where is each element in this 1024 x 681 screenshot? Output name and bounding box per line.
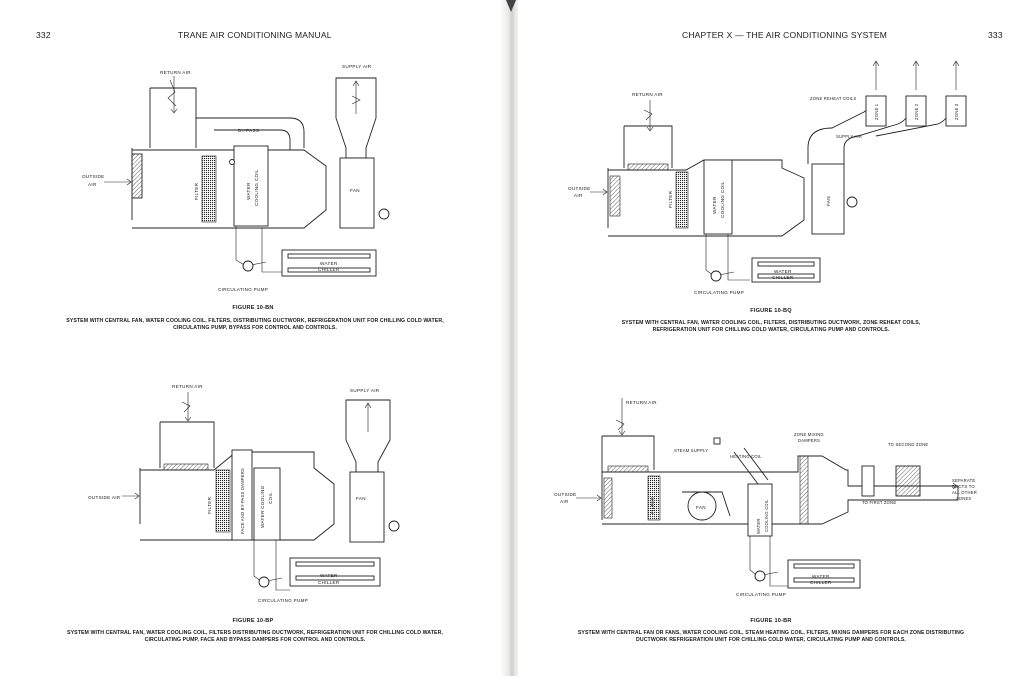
label-zone-3: ZONE 3 — [954, 103, 959, 120]
label-coil-bp: COIL — [268, 492, 273, 504]
label-outside-bq: OUTSIDE — [568, 186, 591, 191]
label-zone-1: ZONE 1 — [874, 103, 879, 120]
label-water-cooling-bp: WATER COOLING — [260, 485, 265, 528]
figure-10-br-caption-2: DUCTWORK REFRIGERATION UNIT FOR CHILLING… — [636, 637, 906, 643]
label-return-air-br: RETURN AIR — [626, 400, 657, 405]
label-water: WATER — [246, 182, 251, 200]
label-fan-br: FAN — [696, 505, 706, 510]
label-filter-bp: FILTER — [207, 496, 212, 514]
label-circulating-pump: CIRCULATING PUMP — [218, 287, 268, 292]
label-water-chiller-1-bp: WATER — [320, 573, 338, 578]
label-zones: ZONES — [956, 496, 971, 501]
right-page: CHAPTER X — THE AIR CONDITIONING SYSTEM … — [518, 0, 1024, 676]
label-water-chiller-1-bq: WATER — [774, 269, 792, 274]
figure-10-bp-caption-2: CIRCULATING PUMP, FACE AND BYPASS DAMPER… — [144, 637, 366, 643]
spine-mark — [506, 0, 516, 12]
label-water-chiller-2-bp: CHILLER — [318, 580, 340, 585]
label-fan-bp: FAN — [356, 496, 366, 501]
label-steam-supply: STEAM SUPPLY — [674, 448, 708, 453]
label-air-br: AIR — [560, 499, 569, 504]
label-water-chiller-2: CHILLER — [318, 267, 340, 272]
label-cooling-coil: COOLING COIL — [254, 169, 259, 206]
label-cooling-coil-br: COOLING COIL — [764, 499, 769, 532]
label-supply-air-bq: SUPPLY AIR — [836, 134, 862, 139]
figure-10-br-diagram: RETURN AIR OUTSIDE AIR FILTER FAN WATER … — [518, 0, 1024, 681]
label-supply-air: SUPPLY AIR — [342, 64, 372, 69]
label-water-br: WATER — [756, 518, 761, 534]
label-circulating-pump-bp: CIRCULATING PUMP — [258, 598, 308, 603]
figure-10-bp-diagram: RETURN AIR SUPPLY AIR OUTSIDE AIR FILTER… — [0, 0, 506, 681]
label-filter-br: FILTER — [650, 496, 655, 514]
label-return-air: RETURN AIR — [160, 70, 191, 75]
figure-10-bn-caption-2: CIRCULATING PUMP, BYPASS FOR CONTROL AND… — [173, 325, 337, 331]
figure-10-bp-title: FIGURE 10-BP — [232, 618, 274, 624]
figure-10-bn-title: FIGURE 10-BN — [232, 305, 274, 311]
running-head-left: TRANE AIR CONDITIONING MANUAL — [178, 30, 332, 40]
label-water-chiller-1-br: WATER — [812, 574, 830, 579]
label-zone-2: ZONE 2 — [914, 103, 919, 120]
label-air: AIR — [88, 182, 97, 187]
label-to-second-zone: TO SECOND ZONE — [888, 442, 928, 447]
label-outside: OUTSIDE — [82, 174, 105, 179]
label-water-bq: WATER — [712, 196, 717, 214]
figure-10-bn-diagram: RETURN AIR SUPPLY AIR BY-PASS — [0, 0, 506, 305]
label-zone-mixing: ZONE MIXING — [794, 432, 824, 437]
label-air-bq: AIR — [574, 193, 583, 198]
label-cooling-coil-bq: COOLING COIL — [720, 181, 725, 218]
figure-10-bp-caption-1: SYSTEM WITH CENTRAL FAN, WATER COOLING C… — [67, 630, 443, 636]
figure-10-bq-title: FIGURE 10-BQ — [750, 308, 792, 314]
label-face-bypass: FACE AND BY-PASS DAMPERS — [240, 468, 245, 534]
label-separate: SEPARATE — [952, 478, 975, 483]
figure-10-bq-caption-2: REFRIGERATION UNIT FOR CHILLING COLD WAT… — [652, 327, 890, 333]
label-all-other: ALL OTHER — [952, 490, 977, 495]
label-outside-br: OUTSIDE — [554, 492, 577, 497]
page-number-right: 333 — [988, 30, 1003, 40]
label-circulating-pump-bq: CIRCULATING PUMP — [694, 290, 744, 295]
label-fan: FAN — [350, 188, 360, 193]
label-water-chiller-2-bq: CHILLER — [772, 275, 794, 280]
figure-10-bq-caption-1: SYSTEM WITH CENTRAL FAN, WATER COOLING C… — [621, 320, 921, 326]
figure-10-br-caption-1: SYSTEM WITH CENTRAL FAN OR FANS, WATER C… — [577, 630, 965, 636]
label-circulating-pump-br: CIRCULATING PUMP — [736, 592, 786, 597]
label-dampers: DAMPERS — [798, 438, 820, 443]
figure-10-bn-caption-1: SYSTEM WITH CENTRAL FAN, WATER COOLING C… — [66, 318, 444, 324]
label-fan-bq: FAN — [826, 196, 831, 206]
figure-10-br-title: FIGURE 10-BR — [750, 618, 792, 624]
page-number-left: 332 — [36, 30, 51, 40]
label-supply-air-bp: SUPPLY AIR — [350, 388, 380, 393]
label-by-pass: BY-PASS — [238, 128, 259, 133]
label-outside-air-bp: OUTSIDE AIR — [88, 495, 121, 500]
label-water-chiller-1: WATER — [320, 261, 338, 266]
label-return-air-bp: RETURN AIR — [172, 384, 203, 389]
left-page: 332 TRANE AIR CONDITIONING MANUAL RETURN… — [0, 0, 506, 676]
label-water-chiller-2-br: CHILLER — [810, 580, 832, 585]
label-heating-coil: HEATING COIL — [730, 454, 762, 459]
label-filter-bq: FILTER — [668, 190, 673, 208]
label-ducts-to: DUCTS TO — [952, 484, 975, 489]
running-head-right: CHAPTER X — THE AIR CONDITIONING SYSTEM — [682, 30, 888, 40]
label-to-first-zone: TO FIRST ZONE — [862, 500, 896, 505]
label-zone-reheat-coils: ZONE REHEAT COILS — [810, 96, 857, 101]
label-return-air-bq: RETURN AIR — [632, 92, 663, 97]
figure-10-bq-diagram: RETURN AIR OUTSIDE AIR FILTER WATER COOL… — [518, 0, 1024, 345]
label-filter: FILTER — [194, 182, 199, 200]
